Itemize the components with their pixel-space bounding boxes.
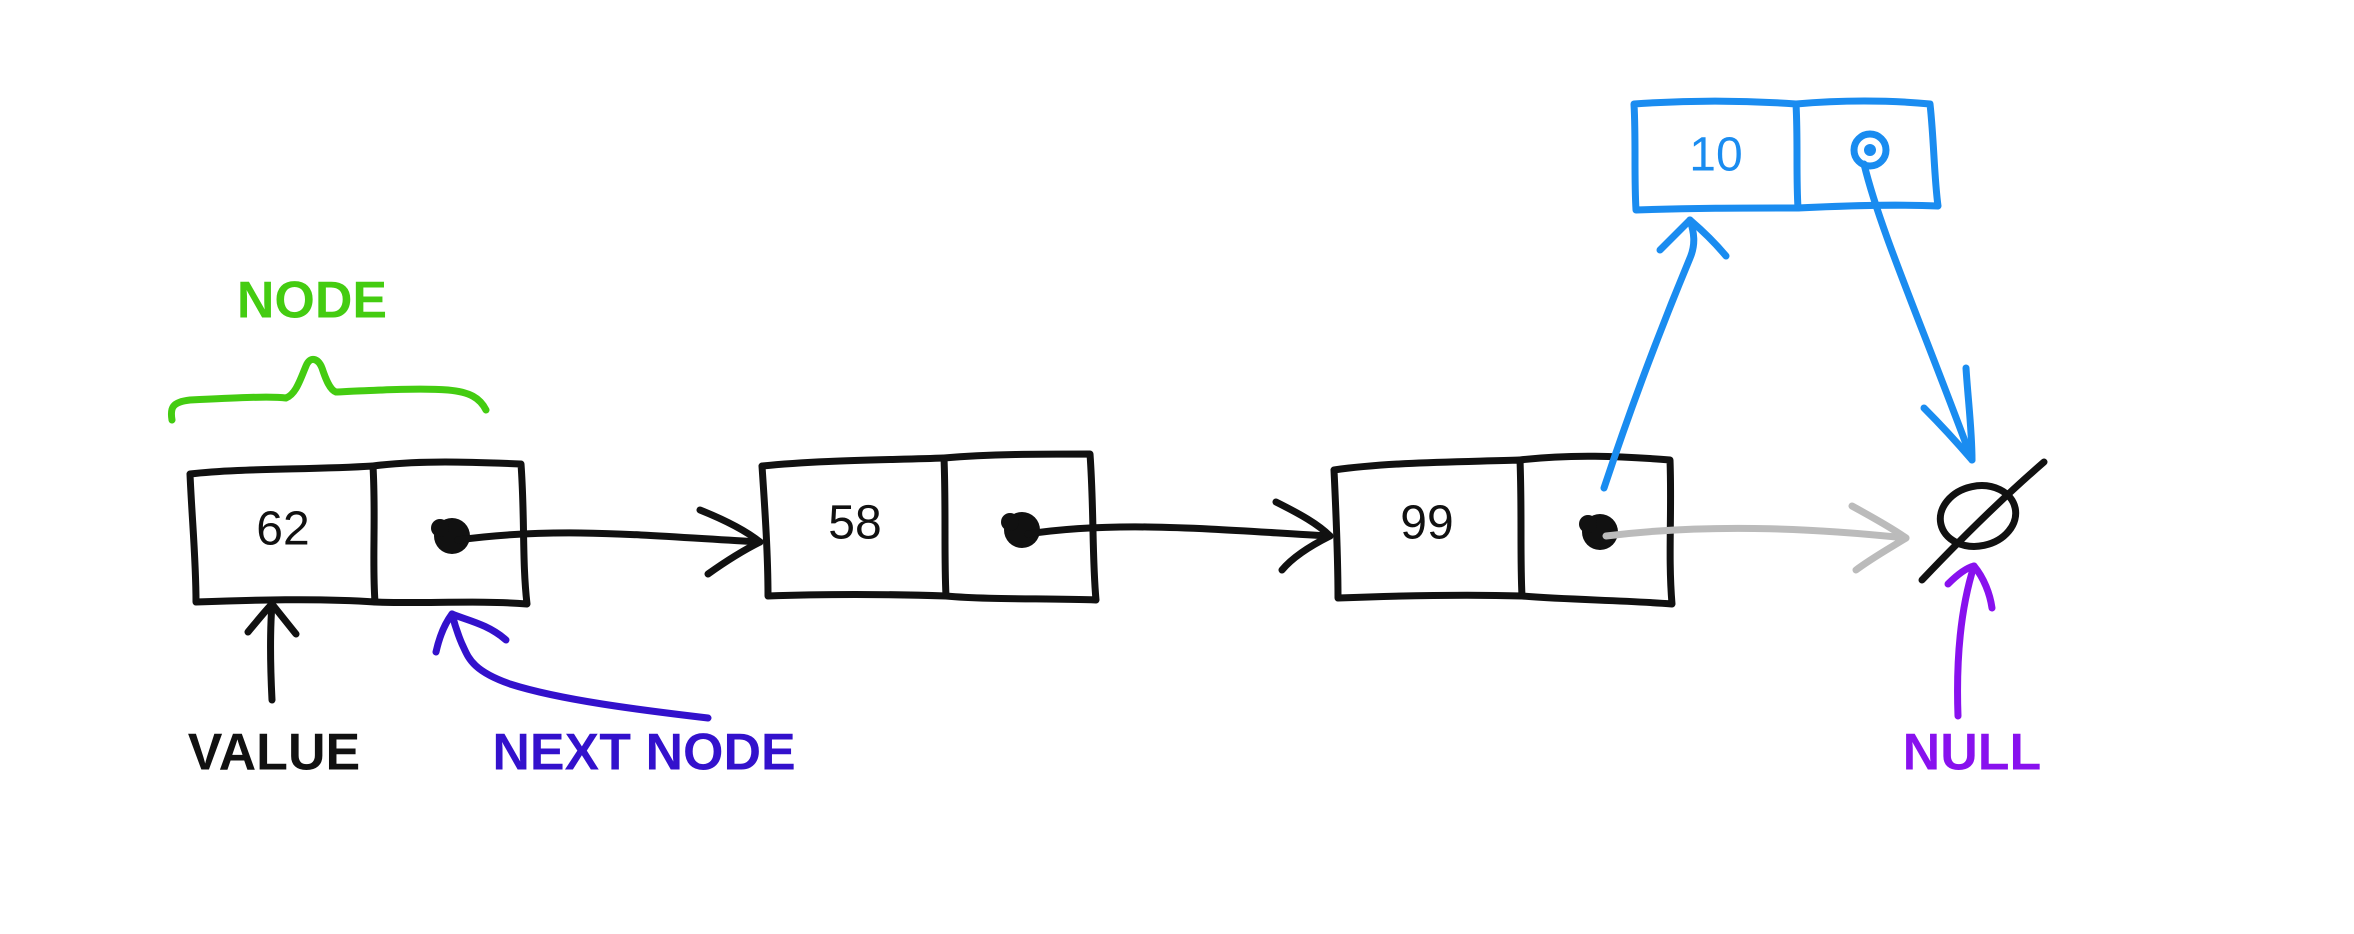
new-link-arrow-to-inserted	[1600, 216, 1730, 492]
null-symbol	[1918, 458, 2048, 584]
node-58-pointer-dot	[1001, 512, 1040, 548]
node-bracket	[167, 356, 490, 424]
node-62-pointer-dot	[431, 518, 470, 554]
next-arrow-2	[1024, 498, 1334, 574]
node-99: 99	[1330, 452, 1676, 608]
node-99-pointer-dot	[1579, 514, 1618, 550]
node-62-value: 62	[256, 503, 309, 556]
next-node-pointer-arrow	[432, 610, 712, 722]
node-label: NODE	[237, 272, 387, 330]
node-99-value: 99	[1400, 497, 1453, 550]
new-link-arrow-to-null	[1860, 160, 1976, 464]
node-58-pointer-cell	[940, 450, 1100, 604]
node-62: 62	[186, 458, 531, 608]
node-58: 58	[758, 450, 1100, 604]
node-10: 10	[1630, 97, 1942, 214]
next-arrow-1	[454, 506, 764, 578]
node-62-pointer-cell	[369, 458, 531, 608]
null-label: NULL	[1903, 724, 2042, 782]
value-label: VALUE	[188, 724, 360, 782]
node-10-pointer-cell	[1792, 97, 1942, 212]
node-10-value: 10	[1689, 129, 1742, 182]
null-pointer-arrow	[1944, 562, 1996, 720]
old-next-arrow	[1602, 502, 1910, 574]
node-58-value: 58	[828, 497, 881, 550]
node-10-pointer-dot	[1850, 130, 1890, 170]
next-node-label: NEXT NODE	[492, 724, 795, 782]
value-pointer-arrow	[244, 600, 300, 704]
